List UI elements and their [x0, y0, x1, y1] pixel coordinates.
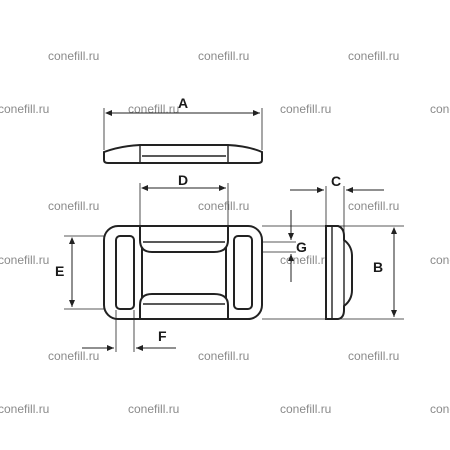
dimension-a: A [103, 95, 263, 150]
watermark-text: conefill.ru [280, 102, 331, 116]
watermark-text: conefill.ru [198, 349, 249, 363]
watermark-text: conefill.ru [430, 102, 450, 116]
dimension-label-d: D [178, 172, 188, 188]
dimension-label-g: G [296, 239, 307, 255]
dimension-label-f: F [158, 328, 167, 344]
dimension-g: G [262, 210, 307, 282]
dimension-label-a: A [178, 95, 188, 111]
watermark-text: conefill.ru [0, 402, 49, 416]
watermark-text: conefill.ru [48, 199, 99, 213]
watermark-text: conefill.ru [198, 49, 249, 63]
dimension-label-e: E [55, 263, 64, 279]
watermark-text: conefill.ru [128, 102, 179, 116]
side-view [325, 225, 353, 320]
watermark-text: conefill.ru [48, 49, 99, 63]
dimension-c: C [290, 173, 384, 236]
dimension-f: F [82, 310, 176, 352]
watermark-text: conefill.ru [280, 253, 331, 267]
watermark-text: conefill.ru [348, 49, 399, 63]
watermark-text: conefill.ru [128, 402, 179, 416]
dimension-label-c: C [331, 173, 341, 189]
watermark-text: conefill.ru [430, 253, 450, 267]
front-frame-view [103, 225, 263, 320]
dimension-label-b: B [373, 259, 383, 275]
top-profile-view [103, 144, 263, 164]
watermark-text: conefill.ru [348, 199, 399, 213]
watermark-text: conefill.ru [0, 253, 49, 267]
dimension-b: B [262, 225, 404, 320]
watermark-text: conefill.ru [0, 102, 49, 116]
dimension-d: D [139, 172, 229, 230]
watermark-layer: conefill.ru conefill.ru conefill.ru cone… [0, 49, 450, 416]
watermark-text: conefill.ru [430, 402, 450, 416]
dimension-e: E [55, 235, 104, 310]
watermark-text: conefill.ru [348, 349, 399, 363]
watermark-text: conefill.ru [198, 199, 249, 213]
watermark-text: conefill.ru [280, 402, 331, 416]
watermark-text: conefill.ru [48, 349, 99, 363]
